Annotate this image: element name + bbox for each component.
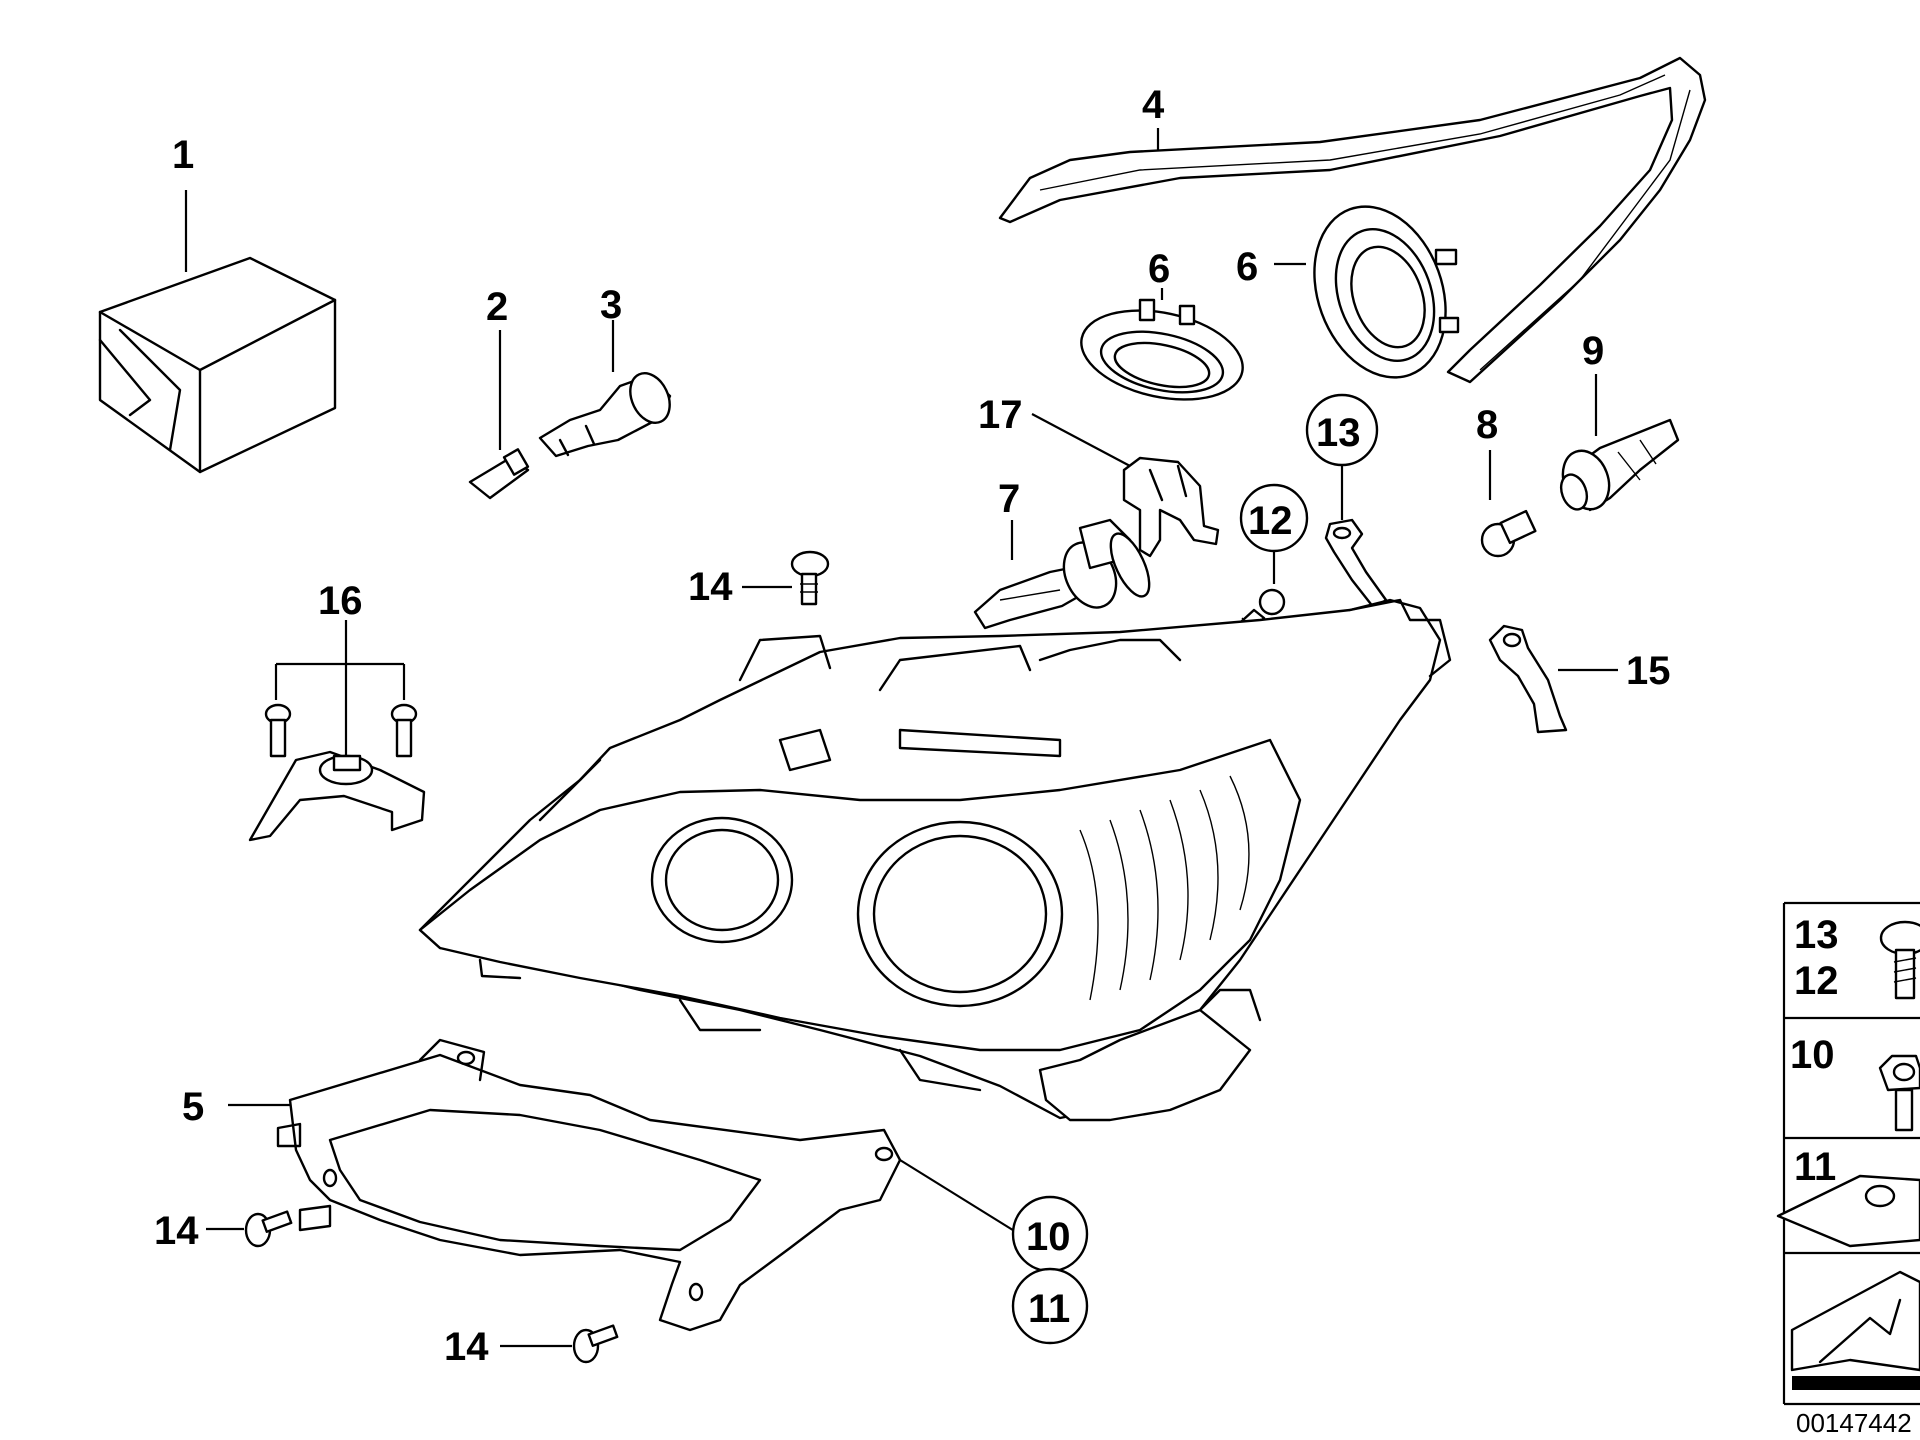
part-2-small-bulb — [468, 330, 530, 500]
callout-12-circle — [1239, 483, 1309, 553]
part-15-strap — [1488, 624, 1618, 734]
part-7-bulb — [973, 518, 1151, 630]
callout-12: 12 — [1248, 499, 1293, 543]
callout-3: 3 — [600, 283, 622, 327]
legend-label-12: 12 — [1794, 959, 1839, 1003]
fastener-legend-panel — [1776, 901, 1920, 1406]
callout-2: 2 — [486, 285, 508, 329]
callout-11: 11 — [1028, 1287, 1070, 1331]
callout-1: 1 — [172, 133, 194, 177]
callout-4: 4 — [1142, 83, 1165, 127]
diagram-number: 00147442 — [1796, 1408, 1912, 1438]
callout-5: 5 — [182, 1085, 204, 1129]
part-6-cover-cap-left — [1080, 288, 1244, 401]
callout-13-circle — [1305, 393, 1379, 467]
callout-7: 7 — [998, 477, 1020, 521]
legend-arrow-bar — [1792, 1376, 1920, 1390]
callout-14-top: 14 — [688, 565, 733, 609]
callout-14-bottom: 14 — [444, 1325, 489, 1369]
callout-11-circle — [1011, 1267, 1089, 1345]
callout-6b: 6 — [1236, 245, 1258, 289]
part-14-screw-left — [206, 1210, 293, 1248]
callout-6a: 6 — [1148, 247, 1170, 291]
legend-label-13: 13 — [1794, 913, 1839, 957]
callout-13: 13 — [1316, 411, 1361, 455]
callout-14-left: 14 — [154, 1209, 199, 1253]
callout-17: 17 — [978, 393, 1023, 437]
callout-10: 10 — [1026, 1215, 1071, 1259]
part-14-screw-top — [742, 550, 830, 606]
part-17-clip — [1031, 413, 1220, 558]
part-16-bracket-screws — [248, 620, 426, 842]
legend-label-11: 11 — [1794, 1145, 1836, 1189]
part-5-mounting-frame — [228, 1038, 1017, 1332]
callout-15: 15 — [1626, 649, 1671, 693]
callout-9: 9 — [1582, 329, 1604, 373]
headlight-assembly — [418, 598, 1452, 1122]
part-14-screw-bottom — [500, 1324, 619, 1364]
callout-8: 8 — [1476, 403, 1498, 447]
part-1-box — [98, 190, 337, 474]
callout-16: 16 — [318, 579, 363, 623]
part-9-bulb-socket — [1559, 374, 1680, 512]
part-3-bulb — [538, 320, 672, 458]
part-6-cover-cap-right — [1274, 205, 1460, 379]
part-4-gasket-strip — [998, 56, 1707, 384]
part-13-bracket-tab — [1324, 464, 1388, 610]
part-8-bulb — [1480, 450, 1537, 558]
legend-label-10: 10 — [1790, 1033, 1835, 1077]
